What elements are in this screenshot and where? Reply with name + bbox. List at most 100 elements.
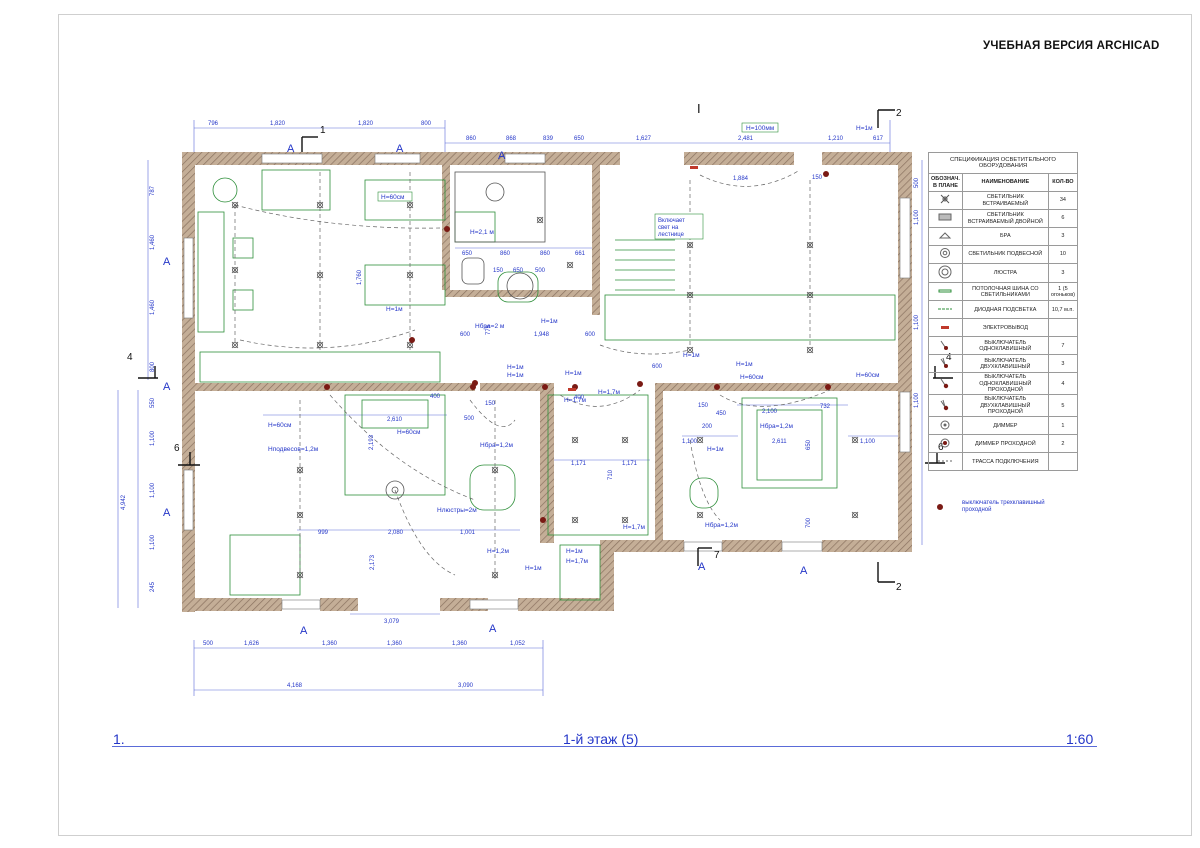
svg-text:1,460: 1,460 bbox=[150, 234, 156, 250]
svg-text:H=60см: H=60см bbox=[397, 429, 421, 436]
svg-text:4,942: 4,942 bbox=[121, 494, 127, 510]
svg-text:А: А bbox=[489, 623, 497, 635]
legend-item-name: ЛЮСТРА bbox=[961, 262, 1049, 284]
svg-text:Hбра=1,2м: Hбра=1,2м bbox=[760, 422, 793, 430]
svg-text:Hлюстры=2м: Hлюстры=2м bbox=[437, 507, 477, 514]
legend-item-name: ТРАССА ПОДКЛЮЧЕНИЯ bbox=[961, 452, 1049, 472]
legend-item-qty: 4 bbox=[1047, 372, 1079, 396]
legend-item-name: ВЫКЛЮЧАТЕЛЬ ОДНОКЛАВИШНЫЙ ПРОХОДНОЙ bbox=[961, 372, 1049, 396]
svg-text:Hбра=1,2м: Hбра=1,2м bbox=[480, 441, 513, 449]
svg-text:200: 200 bbox=[702, 424, 713, 430]
legend-item-name: ВЫКЛЮЧАТЕЛЬ ДВУХКЛАВИШНЫЙ ПРОХОДНОЙ bbox=[961, 394, 1049, 418]
legend-item-qty: 1 bbox=[1047, 416, 1079, 436]
recessed-light-icon bbox=[928, 191, 963, 210]
svg-text:H=1м: H=1м bbox=[386, 306, 403, 313]
single-switch-icon bbox=[928, 336, 963, 356]
sconce-icon bbox=[928, 227, 963, 246]
svg-text:860: 860 bbox=[540, 251, 551, 257]
svg-text:Hбра=2 м: Hбра=2 м bbox=[475, 322, 505, 330]
legend-item-name: ЭЛЕКТРОВЫВОД bbox=[961, 318, 1049, 338]
legend-item-name: СВЕТИЛЬНИК ВСТРАИВАЕМЫЙ bbox=[961, 191, 1049, 210]
svg-text:1,627: 1,627 bbox=[636, 136, 652, 142]
svg-text:лестнице: лестнице bbox=[658, 232, 685, 238]
svg-text:2,100: 2,100 bbox=[762, 409, 778, 415]
svg-text:2,080: 2,080 bbox=[388, 530, 404, 536]
svg-text:650: 650 bbox=[806, 439, 812, 450]
outlets bbox=[568, 166, 698, 391]
svg-text:4: 4 bbox=[127, 352, 133, 363]
title-underline bbox=[112, 746, 1097, 747]
svg-text:1,100: 1,100 bbox=[150, 482, 156, 498]
svg-text:500: 500 bbox=[203, 641, 214, 647]
svg-text:H=100мм: H=100мм bbox=[746, 125, 775, 132]
svg-text:H=1,7м: H=1,7м bbox=[623, 524, 646, 531]
legend-item-qty bbox=[1047, 452, 1079, 472]
legend-item-qty: 1 (5 огоньков) bbox=[1047, 282, 1079, 302]
svg-text:H=1,7м: H=1,7м bbox=[564, 397, 587, 404]
stair-note: Включает свет на лестнице bbox=[654, 213, 704, 240]
svg-text:661: 661 bbox=[575, 251, 586, 257]
svg-text:1,100: 1,100 bbox=[150, 430, 156, 446]
legend-item-qty: 7 bbox=[1047, 336, 1079, 356]
svg-text:1,100: 1,100 bbox=[914, 392, 920, 408]
svg-text:500: 500 bbox=[464, 416, 475, 422]
legend-item-name: ПОТОЛОЧНАЯ ШИНА СО СВЕТИЛЬНИКАМИ bbox=[961, 282, 1049, 302]
legend-footnote: выключатель трехклавишный проходной bbox=[962, 500, 1045, 514]
svg-text:860: 860 bbox=[500, 251, 511, 257]
svg-text:1: 1 bbox=[320, 125, 326, 136]
watermark: УЧЕБНАЯ ВЕРСИЯ ARCHICAD bbox=[983, 40, 1160, 52]
wiring-route-icon bbox=[928, 452, 963, 472]
svg-text:1,948: 1,948 bbox=[534, 332, 550, 338]
single-pass-switch-icon bbox=[928, 372, 963, 396]
svg-text:свет на: свет на bbox=[658, 225, 679, 231]
led-strip-icon bbox=[928, 300, 963, 320]
svg-text:150: 150 bbox=[485, 401, 496, 407]
svg-text:1,100: 1,100 bbox=[860, 439, 876, 445]
switches bbox=[324, 171, 831, 523]
svg-text:1,001: 1,001 bbox=[460, 530, 476, 536]
svg-text:1,460: 1,460 bbox=[150, 299, 156, 315]
pass-dimmer-icon bbox=[928, 434, 963, 454]
svg-text:2,193: 2,193 bbox=[369, 434, 375, 450]
svg-text:3,079: 3,079 bbox=[384, 619, 400, 625]
svg-text:1,100: 1,100 bbox=[682, 439, 698, 445]
svg-text:H=1м: H=1м bbox=[856, 125, 873, 132]
legend-item-qty: 3 bbox=[1047, 227, 1079, 246]
svg-text:450: 450 bbox=[716, 411, 727, 417]
legend-item-name: ДИММЕР ПРОХОДНОЙ bbox=[961, 434, 1049, 454]
svg-text:H=1м: H=1м bbox=[525, 565, 542, 572]
legend-item-qty: 6 bbox=[1047, 209, 1079, 228]
legend-rows: СВЕТИЛЬНИК ВСТРАИВАЕМЫЙ 3 4 СВЕТИЛЬНИК ВСТР… bbox=[928, 191, 1079, 472]
double-recessed-light-icon bbox=[928, 209, 963, 228]
svg-text:H=1м: H=1м bbox=[565, 370, 582, 377]
legend-item-name: СВЕТИЛЬНИК ПОДВЕСНОЙ bbox=[961, 245, 1049, 264]
svg-text:650: 650 bbox=[462, 251, 473, 257]
svg-text:H=1м: H=1м bbox=[736, 361, 753, 368]
svg-text:796: 796 bbox=[208, 121, 219, 127]
legend-item-qty bbox=[1047, 318, 1079, 338]
svg-text:1,210: 1,210 bbox=[828, 136, 844, 142]
svg-text:2,611: 2,611 bbox=[772, 439, 787, 445]
svg-text:650: 650 bbox=[513, 268, 524, 274]
dimmer-icon bbox=[928, 416, 963, 436]
svg-text:2,173: 2,173 bbox=[370, 554, 376, 570]
svg-text:500: 500 bbox=[914, 177, 920, 188]
svg-text:1,100: 1,100 bbox=[914, 314, 920, 330]
svg-text:700: 700 bbox=[806, 517, 812, 528]
svg-text:H=60см: H=60см bbox=[381, 194, 405, 201]
dimension-texts-vertical: 787 1,460 1,460 800 550 1,100 1,100 1,10… bbox=[121, 177, 920, 592]
legend-header-qty: КОЛ-ВО bbox=[1047, 173, 1079, 192]
svg-text:500: 500 bbox=[535, 268, 546, 274]
svg-text:H=1м: H=1м bbox=[707, 446, 724, 453]
svg-text:А: А bbox=[498, 150, 506, 162]
